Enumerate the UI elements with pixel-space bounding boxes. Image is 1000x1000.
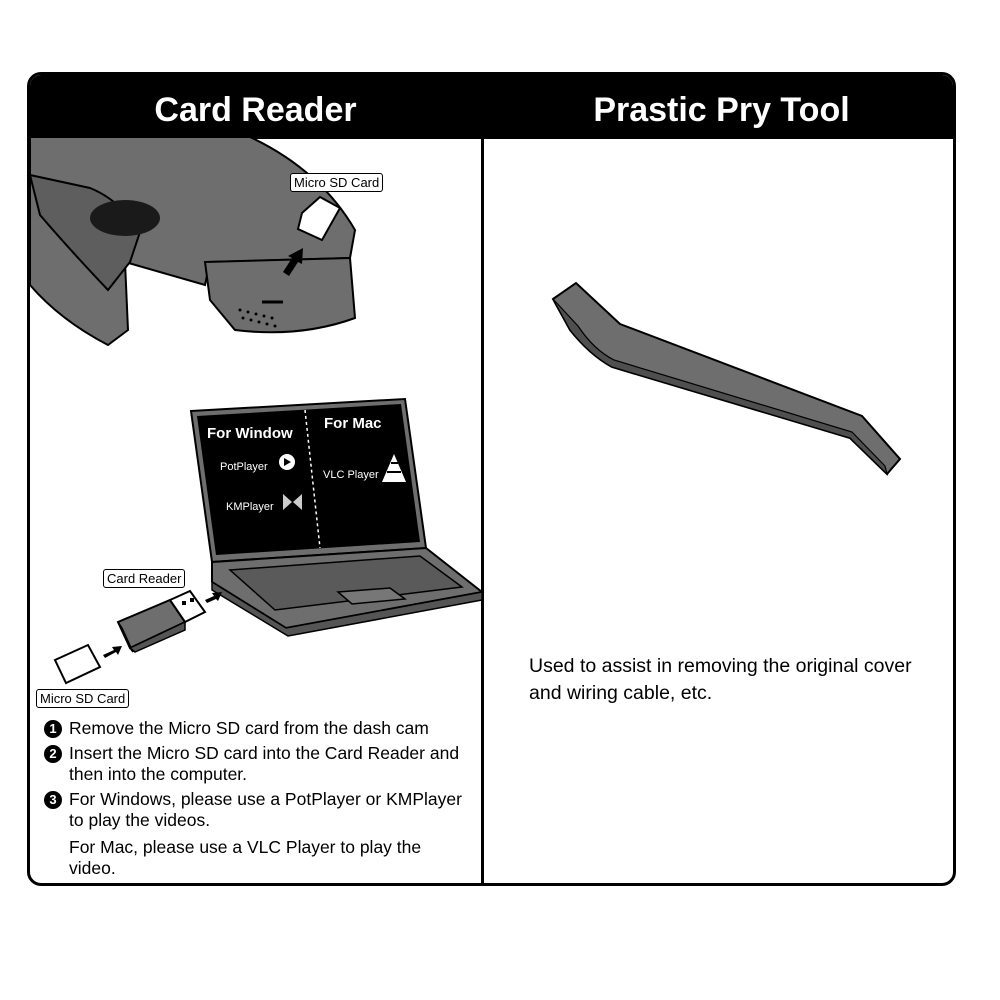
instruction-card: Card Reader Prastic Pry Tool (27, 72, 956, 886)
instruction-steps: 1 Remove the Micro SD card from the dash… (44, 718, 464, 883)
card-reader-label: Card Reader (103, 569, 186, 588)
screen-kmplayer-label: KMPlayer (226, 501, 274, 513)
step-text: For Windows, please use a PotPlayer or K… (69, 789, 462, 830)
dash-cam-illustration (28, 136, 357, 347)
step-number-badge: 2 (44, 745, 62, 763)
micro-sd-label-top: Micro SD Card (290, 173, 384, 192)
step-3: 3 For Windows, please use a PotPlayer or… (44, 789, 464, 831)
card-reader-title: Card Reader (154, 91, 357, 129)
micro-sd-card-icon (296, 195, 342, 242)
step-1: 1 Remove the Micro SD card from the dash… (44, 718, 464, 739)
step-text: Remove the Micro SD card from the dash c… (69, 718, 429, 738)
mac-note: For Mac, please use a VLC Player to play… (69, 837, 422, 878)
step-number-badge: 3 (44, 791, 62, 809)
header-bar: Card Reader Prastic Pry Tool (30, 75, 953, 139)
screen-vlc-label: VLC Player (323, 469, 379, 481)
screen-potplayer-label: PotPlayer (220, 461, 268, 473)
screen-windows-heading: For Window (207, 425, 293, 442)
micro-sd-label-bottom: Micro SD Card (36, 689, 130, 708)
pry-tool-title: Prastic Pry Tool (593, 91, 850, 129)
vlc-cone-icon (382, 454, 406, 482)
kmplayer-bowtie-icon (283, 494, 302, 510)
step-number-badge: 1 (44, 720, 62, 738)
screen-mac-heading: For Mac (324, 415, 382, 432)
laptop-illustration: For Window For Mac PotPlayer KMPlayer VL… (189, 397, 485, 637)
play-icon (279, 454, 295, 470)
step-text: Insert the Micro SD card into the Card R… (69, 743, 460, 784)
usb-arrow-icon (205, 592, 222, 603)
usb-card-reader-illustration (116, 589, 222, 653)
pry-tool-illustration (551, 281, 902, 476)
step-2: 2 Insert the Micro SD card into the Card… (44, 743, 464, 785)
insert-arrow-icon (283, 248, 303, 276)
panel-divider (481, 139, 484, 883)
micro-sd-card-small-icon (53, 643, 122, 685)
pry-tool-description: Used to assist in removing the original … (529, 655, 912, 704)
